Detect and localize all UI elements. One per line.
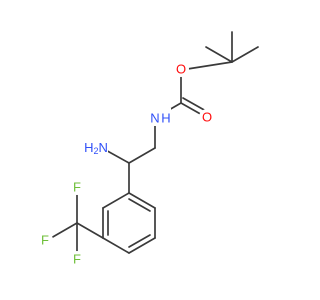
bond-c-o-double-b — [182, 97, 207, 112]
atom-o-ester: O — [176, 62, 186, 77]
bond-ring-3 — [128, 237, 156, 254]
bond-ch2-ch — [128, 147, 156, 164]
atom-label-layer: O O N H H2N F F F — [37, 61, 215, 267]
bond-tbu-left — [205, 46, 233, 63]
bond-ring-6 — [102, 192, 130, 209]
atom-f-top: F — [73, 180, 81, 195]
bond-ring-4 — [102, 237, 130, 254]
bond-ring-inner-1 — [128, 198, 151, 212]
structure-diagram: O O N H H2N F F F — [37, 31, 259, 267]
atom-n-carbamate-h: H — [161, 111, 170, 126]
bond-layer — [50, 31, 259, 254]
bond-ring-1 — [128, 192, 156, 209]
molecule-drawing: O O N H H2N F F F — [37, 31, 259, 267]
atom-amine: H2N — [84, 140, 108, 157]
bond-tbu-right — [231, 46, 259, 63]
bond-tbu-o — [180, 61, 233, 71]
bond-cf3-f-left — [50, 222, 78, 239]
bond-ring-inner-2 — [128, 234, 151, 248]
atom-f-bottom: F — [73, 252, 81, 267]
atom-f-left: F — [41, 233, 49, 248]
bond-ring-cf3 — [76, 222, 104, 239]
atom-o-carbonyl: O — [202, 110, 212, 125]
atom-n-carbamate: N — [150, 111, 159, 126]
